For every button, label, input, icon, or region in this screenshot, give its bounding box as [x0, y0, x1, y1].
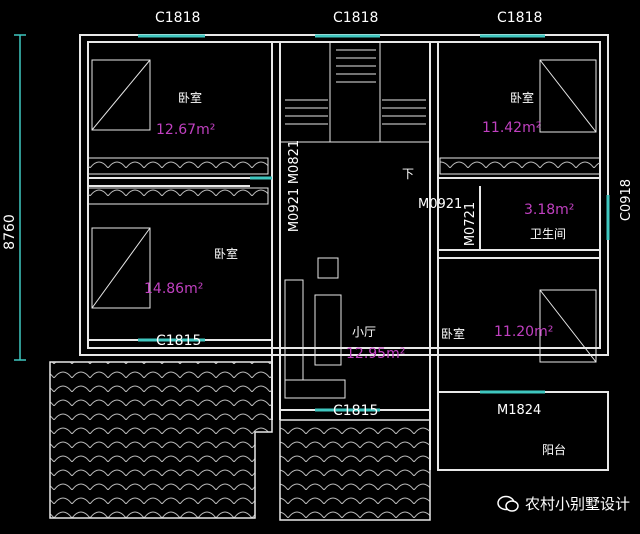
room-area-bath: 3.18m²	[524, 202, 574, 218]
room-area-hall: 12.95m²	[346, 346, 405, 362]
room-area-bed4: 11.20m²	[494, 324, 553, 340]
hall-furniture	[284, 257, 346, 399]
room-name-bed4: 卧室	[441, 326, 465, 341]
window-label-bottom-mid: C1815	[333, 403, 378, 419]
room-name-balcony: 阳台	[542, 442, 566, 457]
door-label-d2: M0921	[287, 188, 302, 232]
watermark: 农村小别墅设计	[497, 493, 630, 514]
room-area-bed1: 12.67m²	[156, 122, 215, 138]
door-label-d3: M0921	[418, 197, 462, 212]
window-label-top-left: C1818	[155, 10, 200, 26]
windows	[138, 34, 610, 412]
terrace	[49, 361, 431, 521]
beds	[91, 59, 597, 363]
door-label-d4: M0721	[463, 202, 478, 246]
door-label-d1: M0821	[287, 140, 302, 184]
stairs	[279, 41, 431, 143]
watermark-text: 农村小别墅设计	[524, 495, 630, 513]
room-area-bed3: 14.86m²	[144, 281, 203, 297]
dimension-label: 8760	[2, 214, 18, 250]
room-area-bed2: 11.42m²	[482, 120, 541, 136]
room-name-bed3: 卧室	[214, 246, 238, 261]
room-name-bath: 卫生间	[530, 227, 566, 241]
window-label-right-bath: C0918	[619, 179, 634, 221]
dimension-line	[14, 34, 26, 361]
wechat-icon	[497, 495, 519, 512]
window-label-top-right: C1818	[497, 10, 542, 26]
stair-down-label: 下	[402, 167, 414, 181]
window-label-top-mid: C1818	[333, 10, 378, 26]
door-label-d5: M1824	[497, 403, 541, 418]
room-name-bed2: 卧室	[510, 90, 534, 105]
room-name-bed1: 卧室	[178, 90, 202, 105]
window-label-left-mid: C1815	[156, 333, 201, 349]
room-name-hall: 小厅	[352, 325, 376, 339]
wardrobes	[87, 157, 601, 205]
